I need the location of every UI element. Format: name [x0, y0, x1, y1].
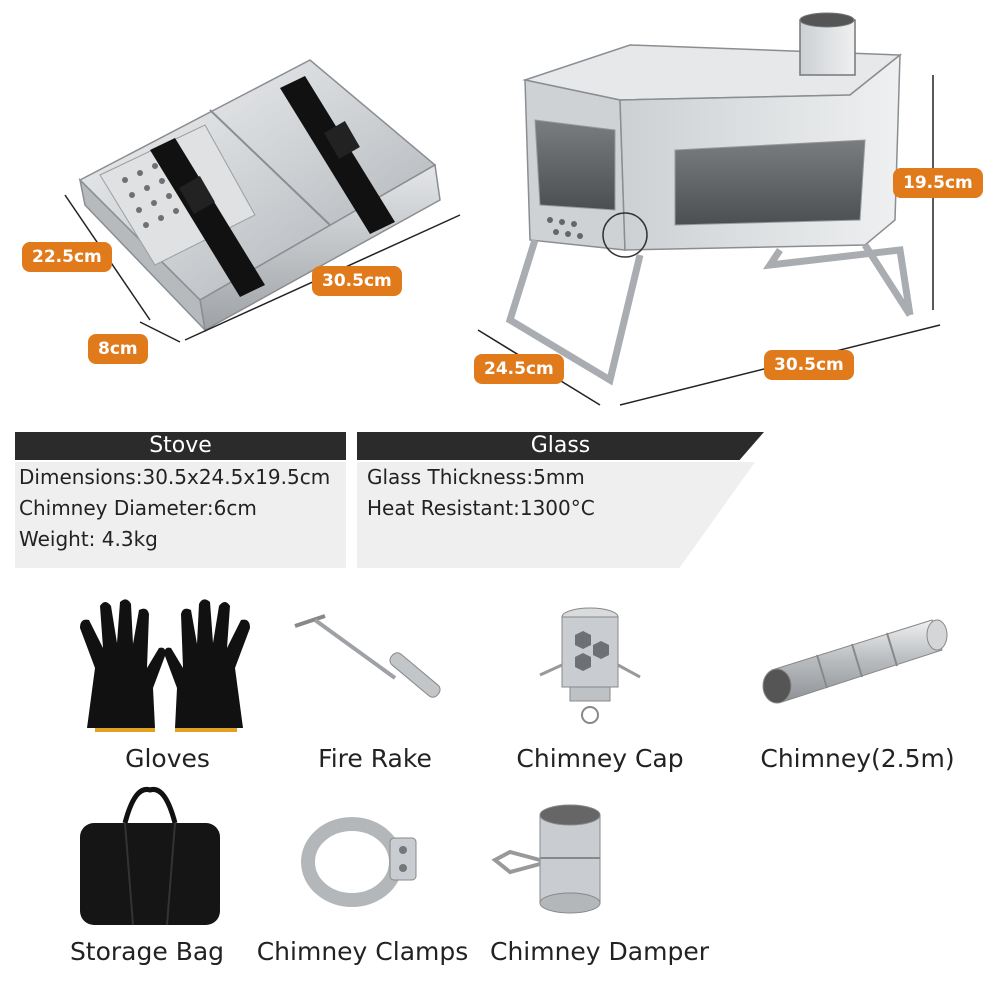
chimney-cap-icon [539, 607, 641, 724]
stove-spec-header: Stove [15, 432, 346, 460]
glass-spec-header: Glass [357, 432, 764, 460]
stove-spec-panel: Dimensions:30.5x24.5x19.5cm Chimney Diam… [15, 462, 346, 568]
chimney-clamp-icon [301, 817, 417, 907]
chimney-damper-label: Chimney Damper [489, 937, 710, 966]
stove-spec-line: Weight: 4.3kg [19, 527, 158, 551]
folded-width-badge: 22.5cm [22, 242, 112, 272]
glass-spec-panel: Glass Thickness:5mm Heat Resistant:1300°… [357, 462, 755, 568]
gloves-label: Gloves [125, 744, 210, 773]
storage-bag-icon [80, 786, 220, 926]
stove-spec-line: Chimney Diameter:6cm [19, 496, 257, 520]
gloves-icon [80, 599, 250, 732]
folded-length-badge: 30.5cm [312, 266, 402, 296]
stove-spec-line: Dimensions:30.5x24.5x19.5cm [19, 465, 331, 489]
chimney-clamp-label: Chimney Clamps [256, 937, 469, 966]
chimney-pipe-icon [762, 619, 948, 704]
glass-spec-line: Glass Thickness:5mm [367, 465, 585, 489]
glass-spec-line: Heat Resistant:1300°C [367, 496, 595, 520]
stove-length-badge: 30.5cm [764, 350, 854, 380]
chimney-pipe-label: Chimney(2.5m) [760, 744, 955, 773]
stove-depth-badge: 24.5cm [474, 354, 564, 384]
assembled-stove-image [477, 12, 941, 406]
folded-stove-image [64, 59, 461, 343]
chimney-damper-icon [491, 804, 601, 914]
fire-rake-icon [294, 614, 441, 698]
folded-height-badge: 8cm [88, 334, 148, 364]
chimney-cap-label: Chimney Cap [516, 744, 684, 773]
stove-height-badge: 19.5cm [893, 168, 983, 198]
fire-rake-label: Fire Rake [318, 744, 432, 773]
storage-bag-label: Storage Bag [69, 937, 225, 966]
